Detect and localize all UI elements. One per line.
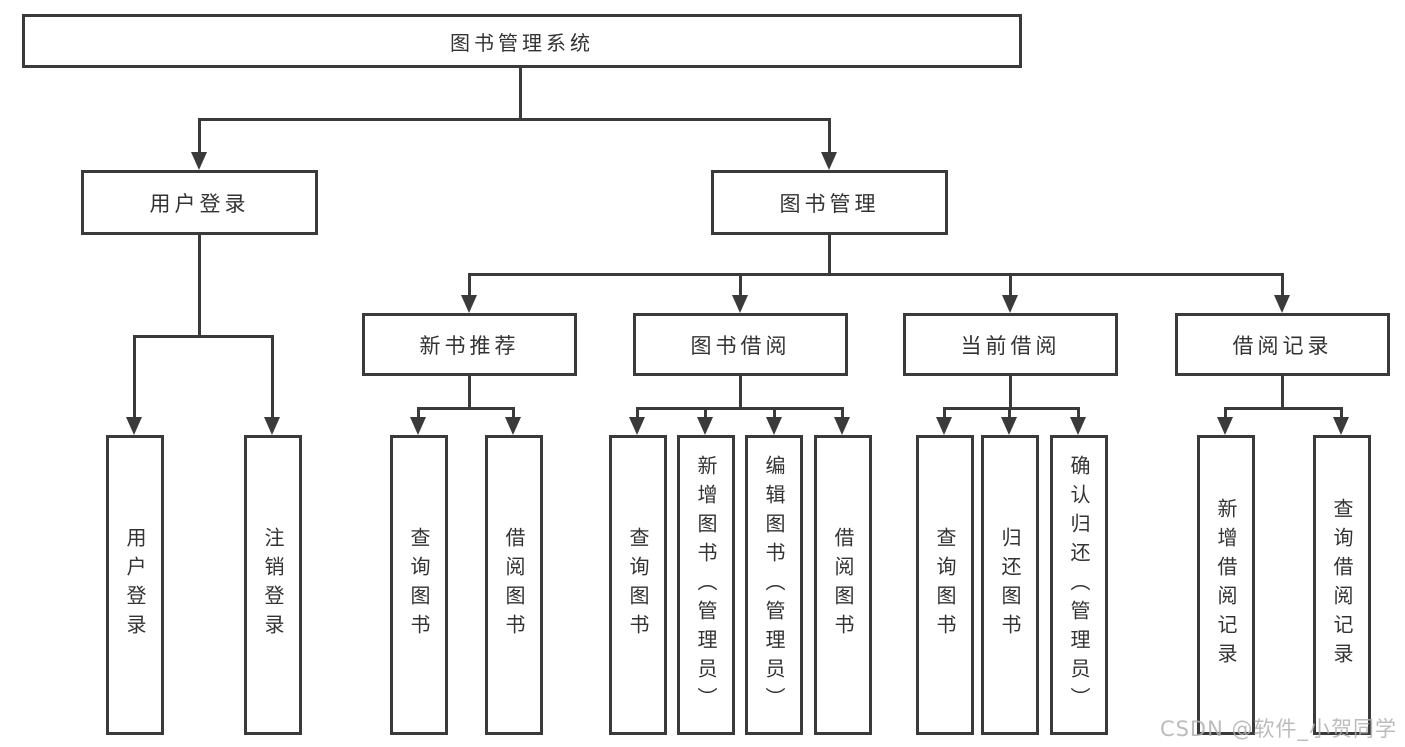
connector-line [468,273,471,298]
arrowhead-down-icon [732,295,748,313]
connector-line [841,407,844,419]
arrowhead-down-icon [629,417,645,435]
connector-line [134,335,274,338]
connector-line [198,235,201,338]
connector-line [418,407,515,410]
connector-line [512,407,515,419]
connector-line [1281,376,1284,410]
leaf-label: 新增图书（管理员） [694,454,718,716]
connector-line [469,273,1284,276]
leaf-add-book-admin: 新增图书（管理员） [677,435,735,735]
node-root: 图书管理系统 [22,14,1022,68]
arrowhead-down-icon [191,152,207,170]
arrowhead-down-icon [821,152,837,170]
leaf-query-books-recommend: 查询图书 [390,435,448,735]
connector-line [739,376,742,410]
node-new-book-recommend: 新书推荐 [362,313,577,376]
arrowhead-down-icon [936,417,952,435]
connector-line [1224,407,1227,419]
node-label: 图书管理系统 [450,30,594,55]
connector-line [1009,376,1012,410]
watermark: CSDN @软件_小贺同学 [1159,717,1397,741]
leaf-query-borrow-record: 查询借阅记录 [1313,435,1371,735]
node-label: 新书推荐 [419,333,520,358]
leaf-logout: 注销登录 [244,435,302,735]
leaf-label: 查询图书 [933,527,957,643]
leaf-label: 注销登录 [261,527,285,643]
leaf-query-books-borrow: 查询图书 [609,435,667,735]
arrowhead-down-icon [505,417,521,435]
arrowhead-down-icon [410,417,426,435]
node-current-borrow: 当前借阅 [903,313,1118,376]
leaf-borrow-books-recommend: 借阅图书 [485,435,543,735]
leaf-return-books: 归还图书 [981,435,1039,735]
leaf-label: 查询图书 [407,527,431,643]
arrowhead-down-icon [461,295,477,313]
arrowhead-down-icon [766,417,782,435]
connector-line [637,407,844,410]
node-borrow-records: 借阅记录 [1175,313,1390,376]
connector-line [519,68,522,121]
connector-line [271,335,274,419]
connector-line [773,407,776,419]
connector-line [1008,407,1011,419]
arrowhead-down-icon [1070,417,1086,435]
connector-line [828,235,831,276]
leaf-label: 查询图书 [626,527,650,643]
leaf-label: 借阅图书 [831,527,855,643]
connector-line [944,407,1080,410]
connector-line [198,118,201,154]
leaf-label: 查询借阅记录 [1330,498,1354,672]
connector-line [636,407,639,419]
connector-line [133,335,136,419]
connector-line [943,407,946,419]
node-book-borrow: 图书借阅 [633,313,848,376]
leaf-query-books-current: 查询图书 [916,435,974,735]
leaf-label: 确认归还（管理员） [1067,454,1091,716]
leaf-user-login: 用户登录 [106,435,164,735]
connector-line [1077,407,1080,419]
node-label: 用户登录 [149,191,250,216]
arrowhead-down-icon [1002,295,1018,313]
node-label: 当前借阅 [960,333,1061,358]
arrowhead-down-icon [126,417,142,435]
arrowhead-down-icon [1001,417,1017,435]
leaf-label: 新增借阅记录 [1214,498,1238,672]
connector-line [468,376,471,410]
leaf-label: 借阅图书 [502,527,526,643]
connector-line [1009,273,1012,298]
leaf-label: 用户登录 [123,527,147,643]
leaf-label: 归还图书 [998,527,1022,643]
leaf-add-borrow-record: 新增借阅记录 [1197,435,1255,735]
connector-line [1225,407,1343,410]
leaf-borrow-books: 借阅图书 [814,435,872,735]
connector-line [828,118,831,154]
node-book-management: 图书管理 [711,170,948,235]
arrowhead-down-icon [834,417,850,435]
connector-line [198,118,831,121]
arrowhead-down-icon [264,417,280,435]
leaf-confirm-return-admin: 确认归还（管理员） [1050,435,1108,735]
node-label: 图书管理 [779,191,880,216]
leaf-edit-book-admin: 编辑图书（管理员） [745,435,803,735]
arrowhead-down-icon [1217,417,1233,435]
node-label: 图书借阅 [690,333,791,358]
connector-line [739,273,742,298]
connector-line [417,407,420,419]
node-user-login: 用户登录 [81,170,318,235]
arrowhead-down-icon [1333,417,1349,435]
arrowhead-down-icon [1274,295,1290,313]
connector-line [704,407,707,419]
arrowhead-down-icon [697,417,713,435]
leaf-label: 编辑图书（管理员） [762,454,786,716]
node-label: 借阅记录 [1232,333,1333,358]
connector-line [1281,273,1284,298]
connector-line [1340,407,1343,419]
